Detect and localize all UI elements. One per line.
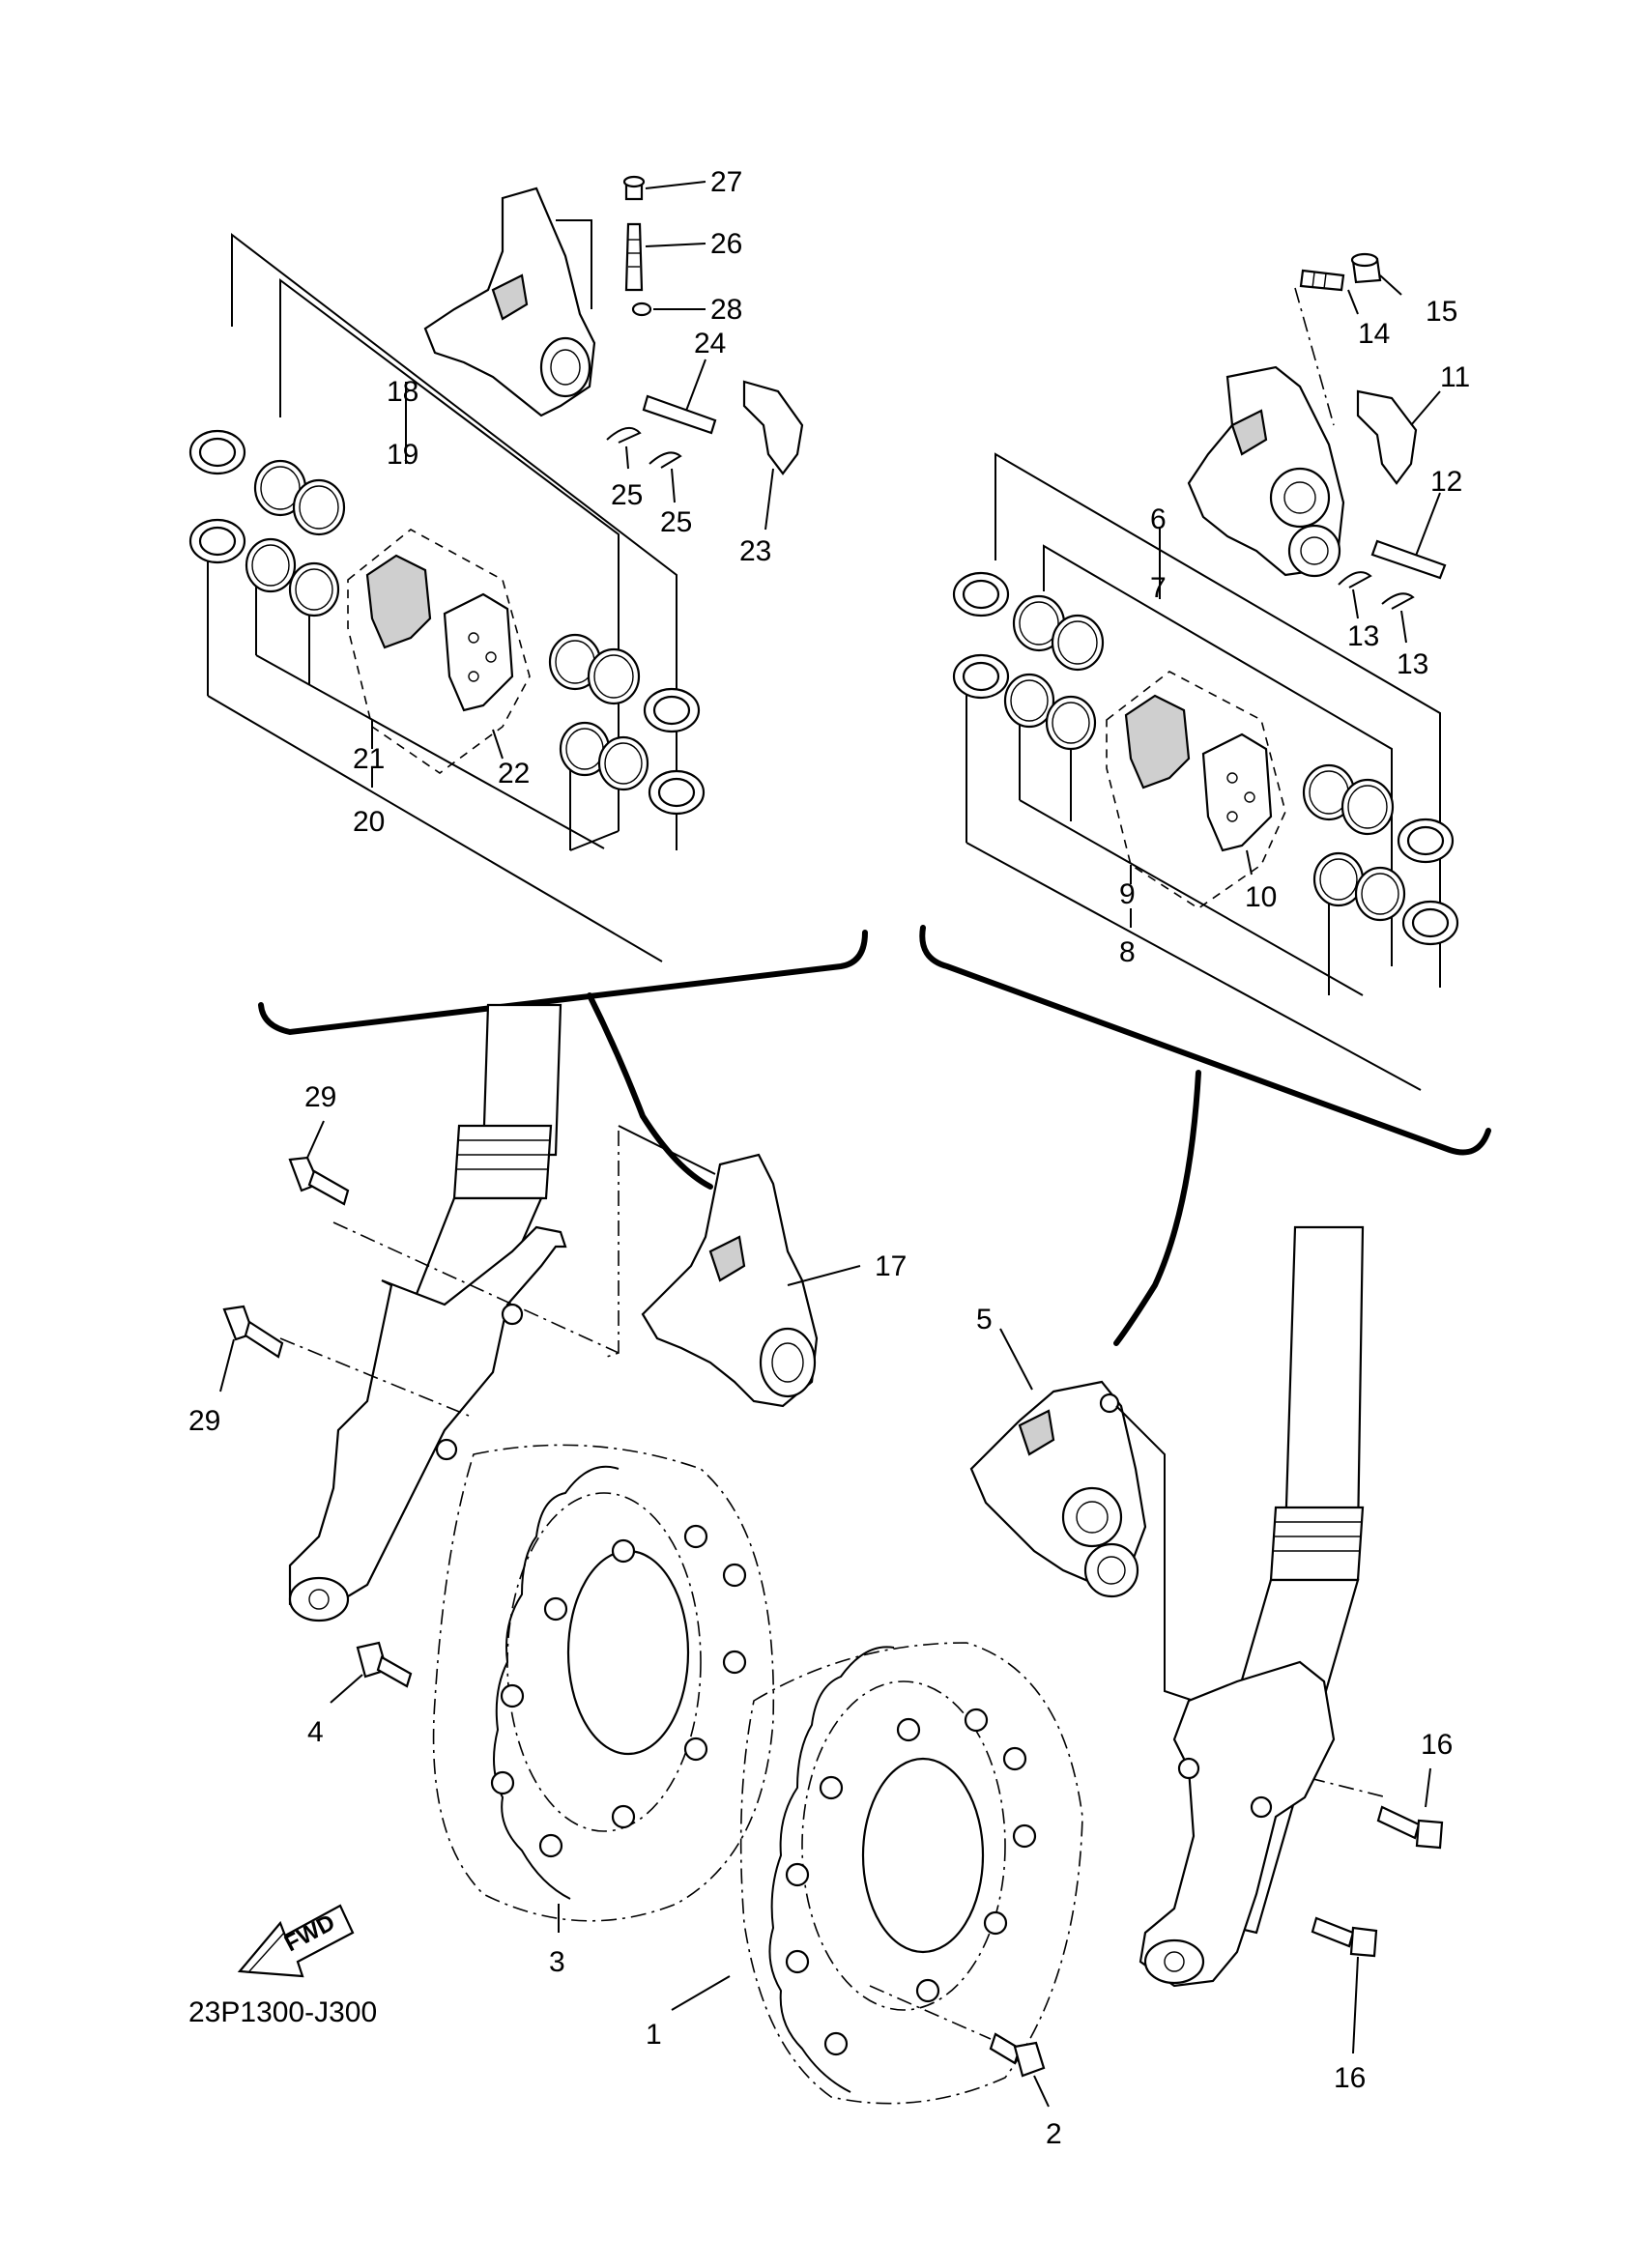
right-fork-leg xyxy=(1139,1225,1365,1988)
part-label-15: 15 xyxy=(1426,296,1457,328)
part-label-29b: 29 xyxy=(188,1405,220,1437)
part-label-29a: 29 xyxy=(304,1081,336,1113)
part-label-24: 24 xyxy=(694,328,726,359)
fwd-arrow-icon: FWD xyxy=(237,1904,355,1978)
left-fork-leg xyxy=(288,1003,567,1622)
part-label-7: 7 xyxy=(1150,572,1167,604)
bleed-screw-14 xyxy=(1299,269,1345,292)
part-label-26: 26 xyxy=(710,228,742,260)
clip-13b xyxy=(1381,592,1415,610)
part-label-16a: 16 xyxy=(1421,1729,1453,1761)
piston-cup-group-upper-right xyxy=(952,571,1459,946)
part-label-10: 10 xyxy=(1245,881,1277,913)
piston-cup-group-upper-left xyxy=(188,429,706,816)
bolt-4 xyxy=(356,1641,413,1688)
part-label-18: 18 xyxy=(387,376,418,408)
clip-25b xyxy=(649,451,682,469)
brake-pad-left-a xyxy=(365,554,432,649)
bolt-16a xyxy=(1376,1805,1444,1850)
brake-disc-3 xyxy=(432,1444,775,1922)
part-label-25a: 25 xyxy=(611,479,643,511)
bleed-screw xyxy=(624,222,644,292)
bolt-29a xyxy=(288,1156,350,1206)
brace-right xyxy=(919,925,1491,1346)
part-label-23: 23 xyxy=(739,535,771,567)
part-label-14: 14 xyxy=(1358,318,1390,350)
part-label-13a: 13 xyxy=(1347,620,1379,652)
part-label-27: 27 xyxy=(710,166,742,198)
clip-13a xyxy=(1338,571,1372,589)
caliper-assembly-5 xyxy=(969,1380,1147,1598)
part-label-28: 28 xyxy=(710,294,742,326)
caliper-body-top-left xyxy=(423,187,596,417)
pad-pin-24 xyxy=(642,394,717,435)
part-label-5: 5 xyxy=(976,1304,993,1335)
part-label-3: 3 xyxy=(549,1946,565,1978)
bleed-cap-15 xyxy=(1350,252,1382,284)
part-label-21: 21 xyxy=(353,743,385,775)
part-label-22: 22 xyxy=(498,758,530,789)
clip-25a xyxy=(606,426,642,444)
part-label-4: 4 xyxy=(307,1716,324,1748)
part-label-2: 2 xyxy=(1046,2118,1062,2150)
brake-pad-right-b xyxy=(1201,732,1273,852)
brake-pad-right-a xyxy=(1124,694,1191,789)
pad-pin-12 xyxy=(1370,539,1447,580)
diagram-reference-code: 23P1300-J300 xyxy=(188,1996,377,2028)
part-label-19: 19 xyxy=(387,439,418,471)
part-label-6: 6 xyxy=(1150,503,1167,535)
left-caliper-kit-group xyxy=(188,175,804,962)
caliper-body-top-right xyxy=(1187,365,1345,578)
part-label-1: 1 xyxy=(646,2019,662,2051)
part-label-16b: 16 xyxy=(1334,2062,1366,2094)
part-label-8: 8 xyxy=(1119,936,1136,968)
bolt-16b xyxy=(1311,1916,1378,1958)
bleed-cap xyxy=(622,175,646,201)
washer-28 xyxy=(631,301,652,317)
caliper-assembly-17 xyxy=(641,1153,819,1408)
part-label-20: 20 xyxy=(353,806,385,838)
bolt-2 xyxy=(989,2032,1046,2078)
part-label-9: 9 xyxy=(1119,878,1136,910)
part-label-13b: 13 xyxy=(1397,648,1428,680)
right-caliper-kit-group xyxy=(952,252,1459,1091)
part-label-17: 17 xyxy=(875,1250,907,1282)
part-label-12: 12 xyxy=(1430,466,1462,498)
bolt-29b xyxy=(222,1305,284,1359)
part-label-11: 11 xyxy=(1440,361,1470,393)
part-label-25b: 25 xyxy=(660,506,692,538)
brake-disc-1 xyxy=(739,1642,1083,2105)
brake-pad-left-b xyxy=(443,592,514,712)
brace-left xyxy=(258,930,868,1190)
pad-spring-23 xyxy=(742,380,804,475)
pad-spring-11 xyxy=(1356,389,1418,485)
